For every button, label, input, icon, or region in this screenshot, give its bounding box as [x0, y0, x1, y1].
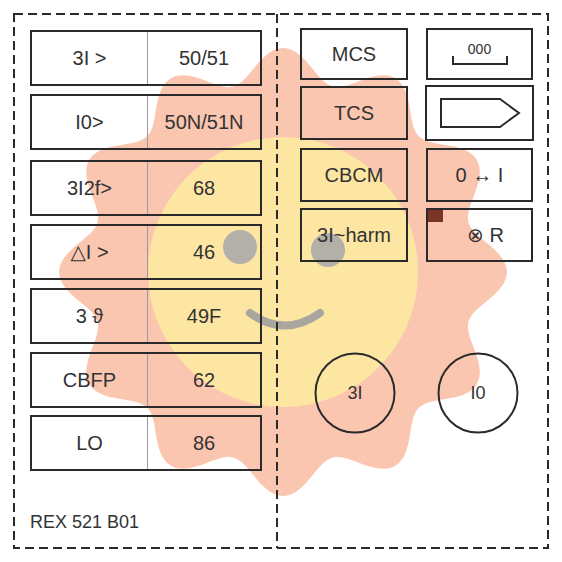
protection-function-box: I0> 50N/51N [30, 94, 262, 150]
control-symbol-box: 0 ↔ I [426, 148, 533, 202]
function-symbol-cell: 3 ϑ [32, 290, 147, 342]
ansi-code-cell: 50N/51N [147, 96, 260, 148]
device-type-label: REX 521 B01 [30, 512, 139, 533]
measurement-circle: I0 [437, 352, 519, 434]
ansi-code: 68 [193, 177, 215, 200]
sun-rays [59, 48, 507, 496]
ansi-code: 86 [193, 432, 215, 455]
function-symbol-cell: LO [32, 417, 147, 469]
control-symbol-box: ⊗ R [426, 208, 533, 262]
protection-function-box: 3I > 50/51 [30, 30, 262, 86]
function-symbol: 3I2f> [67, 177, 112, 200]
sun-watermark [59, 48, 507, 496]
ansi-code: 50N/51N [165, 111, 244, 134]
function-symbol-cell: △I > [32, 226, 147, 278]
function-label: 000 [468, 41, 491, 57]
supervision-function-box: TCS [300, 86, 408, 140]
function-symbol-cell: 3I > [32, 32, 147, 84]
function-symbol-cell: CBFP [32, 354, 147, 406]
dashed-divider [276, 14, 278, 548]
function-symbol: △I > [70, 240, 108, 264]
output-arrow-symbol [441, 99, 519, 127]
indicator-square [428, 208, 443, 222]
supervision-function-box: CBCM [300, 148, 408, 202]
ansi-code-cell: 62 [147, 354, 260, 406]
supervision-function-box: MCS [300, 28, 408, 80]
function-label: TCS [334, 102, 374, 125]
sun-eye [223, 230, 257, 264]
counter-bracket [453, 56, 507, 64]
function-label: ⊗ R [467, 223, 504, 247]
supervision-function-box: 3I~harm [300, 208, 408, 262]
ansi-code-cell: 50/51 [147, 32, 260, 84]
sun-face [148, 137, 418, 407]
control-symbol-box: 000 [426, 28, 533, 80]
circle-outline [316, 354, 395, 433]
function-label: CBCM [325, 164, 384, 187]
function-symbol-cell: I0> [32, 96, 147, 148]
measurement-label: 3I [347, 383, 362, 404]
ansi-code: 49F [187, 305, 221, 328]
protection-function-box: LO 86 [30, 415, 262, 471]
function-symbol: 3I > [73, 47, 107, 70]
output-box [426, 86, 533, 140]
circle-outline [439, 354, 518, 433]
protection-function-box: CBFP 62 [30, 352, 262, 408]
ansi-code-cell: 68 [147, 162, 260, 214]
protection-function-box: △I > 46 [30, 224, 262, 280]
function-label: 0 ↔ I [456, 164, 504, 187]
protection-function-box: 3 ϑ 49F [30, 288, 262, 344]
function-symbol: 3 ϑ [76, 305, 104, 328]
ansi-code: 62 [193, 369, 215, 392]
ansi-code-cell: 46 [147, 226, 260, 278]
function-label: MCS [332, 43, 376, 66]
dashed-frame [14, 14, 548, 548]
ansi-code: 46 [193, 241, 215, 264]
function-symbol-cell: 3I2f> [32, 162, 147, 214]
ansi-code-cell: 86 [147, 417, 260, 469]
function-symbol: CBFP [63, 369, 116, 392]
measurement-label: I0 [470, 383, 485, 404]
function-label: 3I~harm [317, 224, 391, 247]
protection-function-box: 3I2f> 68 [30, 160, 262, 216]
ansi-code-cell: 49F [147, 290, 260, 342]
ansi-code: 50/51 [179, 47, 229, 70]
function-symbol: I0> [75, 111, 103, 134]
function-symbol: LO [76, 432, 103, 455]
measurement-circle: 3I [314, 352, 396, 434]
